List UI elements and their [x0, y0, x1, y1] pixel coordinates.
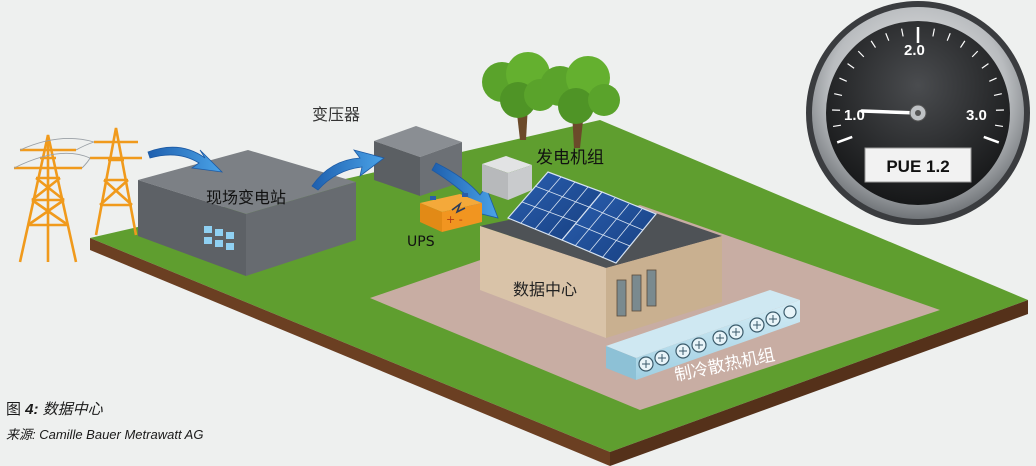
gauge-tick — [983, 135, 1000, 144]
gauge-tick — [981, 63, 989, 69]
figure-caption: 图 4: 数据中心 — [6, 401, 103, 418]
gauge-tick — [994, 124, 1004, 128]
label-generator: 发电机组 — [536, 148, 604, 168]
flow-arrow-1 — [147, 146, 224, 173]
gauge-tick — [901, 28, 904, 37]
gauge-tick — [946, 33, 951, 41]
solar-panel-icon — [506, 171, 657, 264]
gauge-tick — [885, 33, 890, 41]
gauge-tick — [932, 28, 935, 37]
gauge-tick — [832, 124, 842, 128]
svg-text:+ -: + - — [446, 213, 463, 226]
gauge-tick-label: 2.0 — [904, 42, 925, 59]
gauge-tick — [834, 93, 843, 97]
figure-source: 来源: Camille Bauer Metrawatt AG — [6, 427, 204, 442]
gauge-tick — [839, 77, 847, 82]
flow-arrow-2 — [311, 149, 385, 191]
power-pylon-icon — [14, 127, 142, 263]
gauge-readout-box — [864, 147, 972, 183]
pue-gauge: 1.0 2.0 3.0 PUE 1.2 — [806, 1, 1030, 225]
label-datacenter: 数据中心 — [513, 280, 577, 299]
gauge-tick — [870, 40, 877, 48]
gauge-tick — [993, 93, 1002, 97]
power-lines — [13, 137, 95, 169]
ups-battery-icon: + - — [420, 193, 482, 232]
generator-box — [482, 156, 532, 200]
gauge-tick-label: 3.0 — [966, 107, 987, 124]
label-transformer: 变压器 — [312, 105, 360, 124]
gauge-tick — [857, 50, 865, 58]
label-ups: UPS — [407, 234, 435, 250]
cooling-units — [606, 290, 800, 380]
gauge-needle — [860, 109, 920, 115]
gauge-tick-label: 1.0 — [844, 107, 865, 124]
tree-icon — [540, 56, 620, 148]
gauge-tick — [959, 40, 966, 48]
gauge-tick — [989, 77, 997, 82]
gauge-tick — [971, 50, 979, 58]
label-substation: 现场变电站 — [206, 188, 286, 207]
gauge-readout: PUE 1.2 — [886, 157, 949, 176]
gauge-tick — [847, 63, 855, 69]
gauge-tick — [836, 135, 853, 144]
substation-building — [138, 150, 356, 276]
